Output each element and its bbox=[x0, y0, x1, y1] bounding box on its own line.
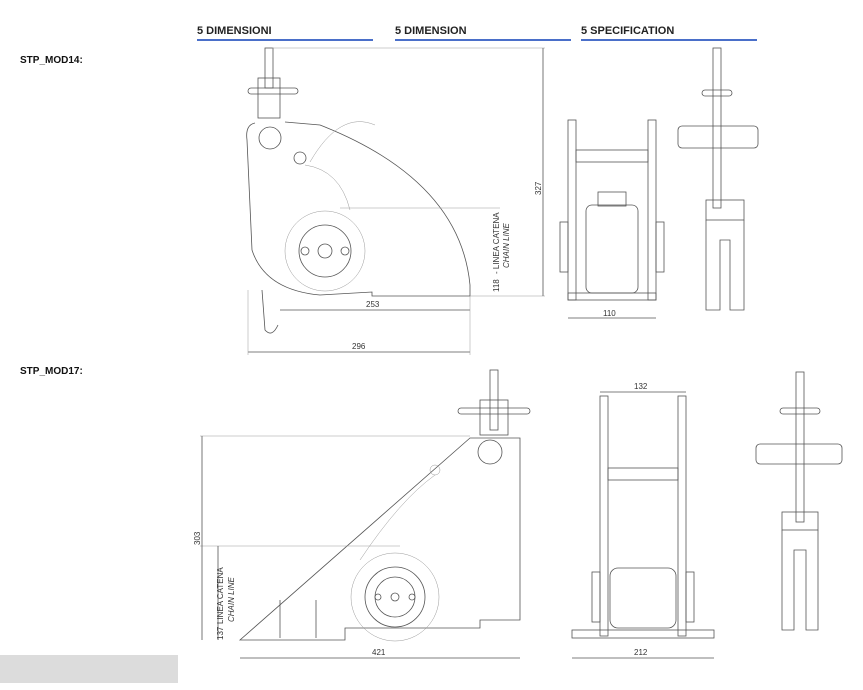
mod14-side-drawing: 253 296 327 118 - LINEA CATENA CHAIN LIN… bbox=[246, 47, 545, 355]
mod14-chain-value: 118 bbox=[492, 279, 501, 292]
mod17-chain-it: LINEA CATENA bbox=[216, 567, 225, 624]
model-label-mod17: STP_MOD17: bbox=[20, 366, 83, 377]
mod14-dim-110: 110 bbox=[603, 309, 616, 318]
mod17-chain-en: CHAIN LINE bbox=[227, 576, 236, 622]
mod17-spec-drawing bbox=[755, 371, 843, 631]
mod17-front-drawing: 132 212 bbox=[571, 382, 715, 659]
mod14-dim-253: 253 bbox=[366, 300, 380, 309]
mod14-chain-it: - LINEA CATENA bbox=[492, 212, 501, 274]
mod14-spec-drawing bbox=[677, 47, 759, 311]
mod17-side-drawing: 421 303 137 LINEA CATENA CHAIN LINE bbox=[193, 369, 531, 659]
mod17-dim-212: 212 bbox=[634, 648, 648, 657]
mod17-dim-132: 132 bbox=[634, 382, 648, 391]
mod14-dim-296: 296 bbox=[352, 342, 366, 351]
model-label-mod14: STP_MOD14: bbox=[20, 55, 83, 66]
mod14-chain-en: CHAIN LINE bbox=[502, 222, 511, 268]
gray-footer-block bbox=[0, 655, 178, 683]
mod17-dim-303: 303 bbox=[193, 531, 202, 545]
mod14-front-drawing: 110 bbox=[559, 119, 665, 319]
header-dimensioni: 5 DIMENSIONI bbox=[197, 25, 373, 41]
mod14-dim-327: 327 bbox=[534, 181, 543, 195]
mod17-dim-421: 421 bbox=[372, 648, 386, 657]
mod17-chain-value: 137 bbox=[216, 626, 225, 640]
header-specification: 5 SPECIFICATION bbox=[581, 25, 757, 41]
header-dimension: 5 DIMENSION bbox=[395, 25, 571, 41]
